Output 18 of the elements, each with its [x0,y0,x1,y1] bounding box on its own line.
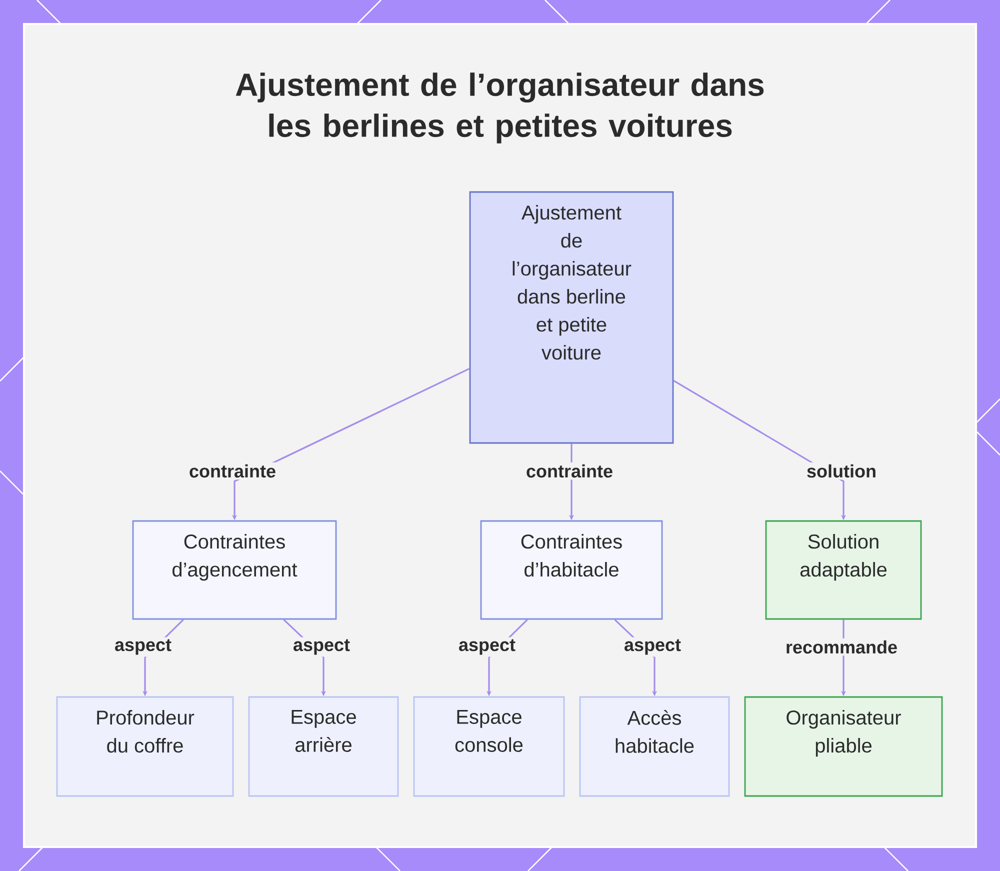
concept-box: Contraintes d’habitacle [480,520,663,620]
edge-label: aspect [291,637,352,657]
edge-label: aspect [112,637,174,657]
concept-box: Espace console [413,696,565,797]
edge-label: aspect [622,637,684,657]
concept-box: Contraintes d’agencement [132,520,337,620]
edge-label: contrainte [187,462,278,480]
concept-box: Organisateur pliable [744,696,943,797]
concept-box: Espace arrière [248,696,399,797]
edge-label: contrainte [524,462,616,480]
concept-box: Accès habitacle [579,696,730,797]
concept-box: Profondeur du coffre [56,696,234,797]
edge-label: solution [804,462,878,480]
title: Ajustement de l’organisateur dans les berlines et petites voitures [236,72,764,144]
concept-box: Solution adaptable [765,520,922,620]
edge-label: aspect [456,637,518,657]
edge-label: recommande [784,638,900,656]
concept-box: Ajustement de l’organisateur dans berline et petite voiture [469,191,674,444]
